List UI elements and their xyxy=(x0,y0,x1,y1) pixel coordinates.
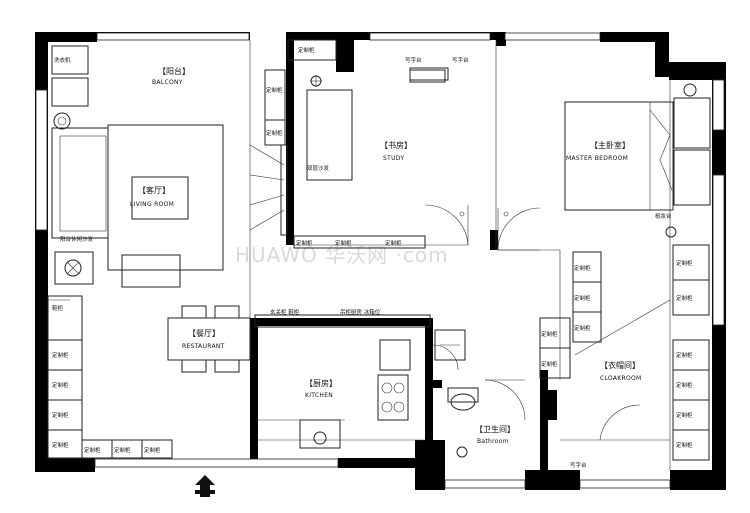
study-door xyxy=(424,204,469,246)
nightstand-bottom xyxy=(673,149,711,206)
stove xyxy=(377,374,409,421)
svg-text:定制柜: 定制柜 xyxy=(676,351,693,359)
svg-text:定制柜: 定制柜 xyxy=(574,324,591,332)
tv-wall-cabinets: 定制柜 定制柜 定制柜 xyxy=(264,39,337,146)
coffee-table xyxy=(131,176,189,220)
svg-text:定制柜: 定制柜 xyxy=(52,381,69,389)
sofa xyxy=(51,127,109,239)
study-shelf xyxy=(293,235,426,249)
svg-text:定制柜: 定制柜 xyxy=(52,411,69,419)
watermark: HUAWO 华沃网 ·com xyxy=(235,243,449,267)
master-door xyxy=(497,207,541,251)
master-desk-label: 写字台 xyxy=(405,56,422,64)
cloak-desk-label: 写字台 xyxy=(570,461,587,469)
master-label-en: MASTER BEDROOM xyxy=(566,155,628,162)
side-table xyxy=(121,254,181,288)
svg-text:定制柜: 定制柜 xyxy=(541,360,558,368)
master-lamp-icon-2 xyxy=(683,83,697,97)
svg-text:吊柜厨房 冰箱位: 吊柜厨房 冰箱位 xyxy=(340,308,381,316)
bathroom: 【卫生间】 Bathroom xyxy=(432,344,526,458)
bathroom-label: 【卫生间】 xyxy=(475,424,515,434)
sofa-bed-label: 双层沙发 xyxy=(307,164,330,172)
study-label: 【书房】 xyxy=(380,140,412,150)
windows xyxy=(35,32,725,489)
entry-cabinet xyxy=(254,314,431,328)
study-desk-label: 写字台 xyxy=(452,56,469,64)
sofa-bed xyxy=(306,89,353,181)
svg-text:定制柜: 定制柜 xyxy=(574,294,591,302)
svg-text:玄关柜 鞋柜: 玄关柜 鞋柜 xyxy=(270,308,300,316)
svg-text:定制柜: 定制柜 xyxy=(266,129,283,137)
study-label-en: STUDY xyxy=(383,155,404,162)
drain-icon xyxy=(53,112,71,130)
dining-table xyxy=(167,317,251,361)
shower-icon xyxy=(456,446,468,458)
dining-label: 【餐厅】 xyxy=(188,329,220,338)
balcony-label-en: BALCONY xyxy=(152,79,183,86)
kitchen-label-en: KITCHEN xyxy=(305,392,333,399)
svg-text:定制柜: 定制柜 xyxy=(266,86,283,94)
entrance-arrow xyxy=(195,475,215,497)
svg-text:鞋柜: 鞋柜 xyxy=(52,304,64,312)
kitchen-door xyxy=(432,344,459,371)
master-label: 【主卧室】 xyxy=(590,140,630,150)
svg-text:定制柜: 定制柜 xyxy=(335,239,352,247)
living-room: 【客厅】 LIVING ROOM 阳台休闲沙发 xyxy=(51,124,288,288)
bathroom-label-en: Bathroom xyxy=(477,438,509,445)
kitchen: 【厨房】 KITCHEN xyxy=(258,329,466,449)
washer xyxy=(51,45,89,75)
fridge xyxy=(379,339,411,371)
inner-lines xyxy=(48,40,671,470)
master-bedroom: 【主卧室】 MASTER BEDROOM 梳妆台 写字台 xyxy=(405,56,711,251)
entry-cabinets: 鞋柜 定制柜 定制柜 定制柜 定制柜 定制柜 定制柜 定制柜 xyxy=(47,295,173,459)
sofa-label: 阳台休闲沙发 xyxy=(60,235,94,243)
kitchen-label: 【厨房】 xyxy=(305,378,337,388)
living-label-en: LIVING ROOM xyxy=(130,201,174,208)
washer-2 xyxy=(51,77,89,107)
master-shelf xyxy=(409,67,449,81)
bathroom-door xyxy=(484,379,526,421)
svg-text:定制柜: 定制柜 xyxy=(541,330,558,338)
svg-text:定制柜: 定制柜 xyxy=(296,239,313,247)
svg-text:定制柜: 定制柜 xyxy=(52,441,69,449)
lamp-icon xyxy=(64,259,82,277)
svg-text:定制柜: 定制柜 xyxy=(676,381,693,389)
dining-label-en: RESTAURANT xyxy=(182,343,225,350)
dining-room: 【餐厅】 RESTAURANT 玄关柜 鞋柜 吊柜厨房 冰箱位 xyxy=(167,305,431,373)
living-label: 【客厅】 xyxy=(138,185,170,195)
svg-text:定制柜: 定制柜 xyxy=(298,46,315,54)
cloak-door xyxy=(599,404,641,441)
svg-text:洗衣机: 洗衣机 xyxy=(54,56,71,64)
svg-text:定制柜: 定制柜 xyxy=(676,259,693,267)
svg-text:定制柜: 定制柜 xyxy=(574,264,591,272)
master-lamp-icon xyxy=(665,226,677,238)
dresser-label: 梳妆台 xyxy=(655,212,672,220)
study-room: 【书房】 STUDY 双层沙发 写字台 定制柜 定制柜 定制柜 xyxy=(293,56,469,249)
rug xyxy=(107,124,224,271)
svg-text:定制柜: 定制柜 xyxy=(84,446,101,454)
svg-text:定制柜: 定制柜 xyxy=(144,446,161,454)
svg-text:定制柜: 定制柜 xyxy=(114,446,131,454)
svg-text:定制柜: 定制柜 xyxy=(385,239,402,247)
svg-text:定制柜: 定制柜 xyxy=(676,294,693,302)
balcony-label: 【阳台】 xyxy=(158,66,190,76)
cloak-label-en: CLOAKROOM xyxy=(600,375,641,382)
balcony-room: 【阳台】 BALCONY 洗衣机 xyxy=(51,45,190,130)
cloakroom: 【衣帽间】 CLOAKROOM 定制柜 定制柜 定制柜 定制柜 定制柜 定制柜 … xyxy=(539,244,710,469)
cloak-label: 【衣帽间】 xyxy=(600,360,640,370)
armchair xyxy=(54,251,94,285)
svg-text:定制柜: 定制柜 xyxy=(676,441,693,449)
toilet xyxy=(447,387,479,403)
svg-text:定制柜: 定制柜 xyxy=(52,351,69,359)
kitchen-sink-icon xyxy=(313,431,327,445)
nightstand-top xyxy=(673,97,711,149)
svg-text:定制柜: 定制柜 xyxy=(676,411,693,419)
